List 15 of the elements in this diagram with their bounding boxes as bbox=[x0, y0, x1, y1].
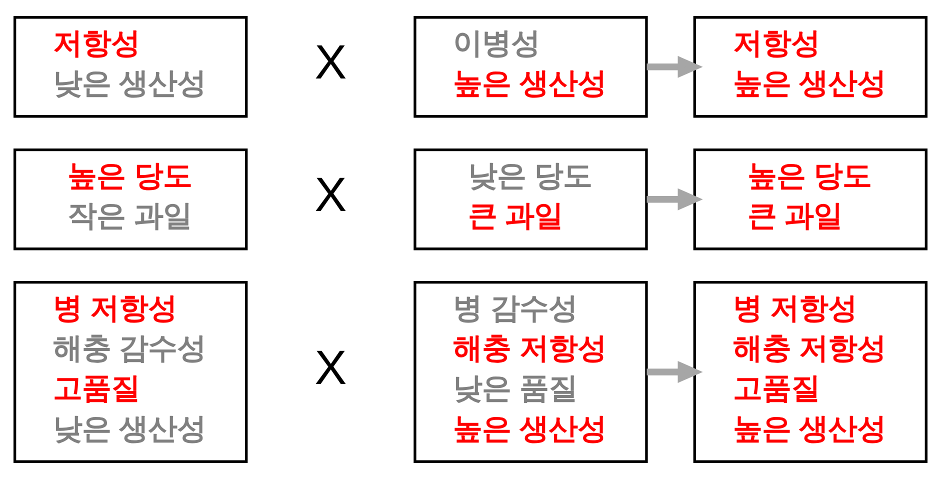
arrow bbox=[646, 360, 702, 382]
node-box: 저항성 높은 생산성 bbox=[692, 16, 927, 118]
node-box: 병 저항성 해충 저항성 고품질 높은 생산성 bbox=[692, 280, 927, 462]
node-box: 높은 당도 큰 과일 bbox=[692, 148, 927, 250]
node-box: 이병성 높은 생산성 bbox=[413, 16, 648, 118]
node-box: 병 감수성 해충 저항성 낮은 품질 높은 생산성 bbox=[413, 280, 648, 462]
arrow bbox=[646, 55, 702, 78]
node-box: 낮은 당도 큰 과일 bbox=[413, 148, 648, 250]
node-box: 병 저항성 해충 감수성 고품질 낮은 생산성 bbox=[13, 280, 248, 462]
node-box: 높은 당도 작은 과일 bbox=[13, 148, 248, 250]
label: X bbox=[314, 35, 346, 90]
arrow bbox=[646, 188, 702, 210]
label: X bbox=[314, 340, 346, 394]
node-box: 저항성 낮은 생산성 bbox=[13, 16, 248, 118]
label: X bbox=[314, 168, 346, 222]
